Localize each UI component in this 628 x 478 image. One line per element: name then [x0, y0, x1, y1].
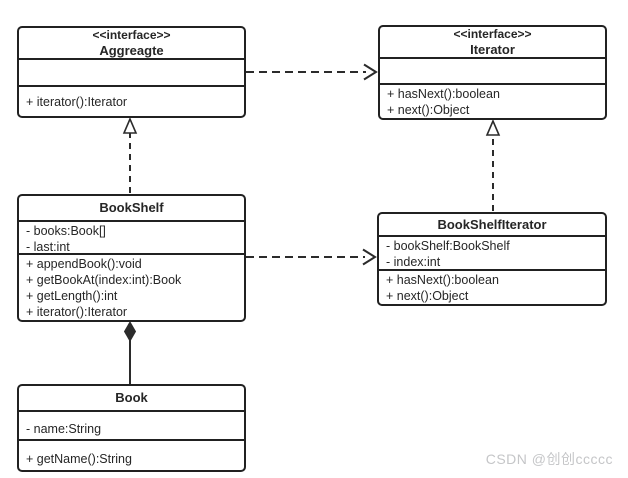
class-name: Aggreagte: [99, 42, 164, 58]
method-line: + hasNext():boolean: [386, 273, 499, 287]
class-header-bookshelf: BookShelf: [19, 196, 244, 222]
method-line: + iterator():Iterator: [26, 305, 128, 319]
class-name: BookShelfIterator: [437, 216, 547, 232]
csdn-watermark: CSDN @创创ccccc: [485, 451, 613, 467]
method-line: + getName():String: [26, 451, 132, 466]
attribute-line: - last:int: [26, 240, 70, 254]
class-header-aggregate: <<interface>> Aggreagte: [19, 28, 244, 60]
class-box-iterator: <<interface>> Iterator + hasNext():boole…: [378, 25, 607, 120]
attributes-section-empty: [380, 59, 605, 85]
realization-arrow-bookshelf-to-aggregate: [122, 116, 138, 193]
methods-section: + appendBook():void + getBookAt(index:in…: [19, 255, 244, 320]
attributes-section: - name:String: [19, 412, 244, 441]
methods-section: + iterator():Iterator: [19, 87, 244, 116]
stereotype-label: <<interface>>: [92, 27, 171, 42]
class-header-iterator: <<interface>> Iterator: [380, 27, 605, 59]
class-box-aggregate: <<interface>> Aggreagte + iterator():Ite…: [17, 26, 246, 118]
methods-section: + hasNext():boolean + next():Object: [380, 85, 605, 118]
composition-arrow-book-to-bookshelf: [123, 321, 137, 384]
class-box-book: Book - name:String + getName():String: [17, 384, 246, 472]
method-line: + next():Object: [387, 103, 470, 117]
stereotype-label: <<interface>>: [453, 26, 532, 41]
method-line: + appendBook():void: [26, 257, 142, 271]
method-line: + getBookAt(index:int):Book: [26, 273, 182, 287]
dependency-arrow-bookshelf-to-bookshelfiterator: [246, 248, 377, 266]
attributes-section: - books:Book[] - last:int: [19, 222, 244, 255]
attributes-section-empty: [19, 60, 244, 87]
attribute-line: - index:int: [386, 255, 441, 269]
attributes-section: - bookShelf:BookShelf - index:int: [379, 237, 605, 271]
method-line: + hasNext():boolean: [387, 87, 500, 101]
class-header-book: Book: [19, 386, 244, 412]
attribute-line: - name:String: [26, 421, 102, 436]
class-header-bookshelfiterator: BookShelfIterator: [379, 214, 605, 237]
attribute-line: - bookShelf:BookShelf: [386, 239, 510, 253]
method-line: + getLength():int: [26, 289, 118, 303]
realization-arrow-bookshelfiterator-to-iterator: [485, 118, 501, 211]
class-name: Iterator: [470, 41, 515, 57]
dependency-arrow-aggregate-to-iterator: [246, 63, 378, 81]
class-name: BookShelf: [99, 200, 164, 215]
class-name: Book: [115, 390, 148, 405]
method-line: + next():Object: [386, 289, 469, 303]
methods-section: + getName():String: [19, 441, 244, 470]
attribute-line: - books:Book[]: [26, 224, 106, 238]
methods-section: + hasNext():boolean + next():Object: [379, 271, 605, 304]
class-box-bookshelf: BookShelf - books:Book[] - last:int + ap…: [17, 194, 246, 322]
class-box-bookshelfiterator: BookShelfIterator - bookShelf:BookShelf …: [377, 212, 607, 306]
method-line: + iterator():Iterator: [26, 95, 128, 109]
